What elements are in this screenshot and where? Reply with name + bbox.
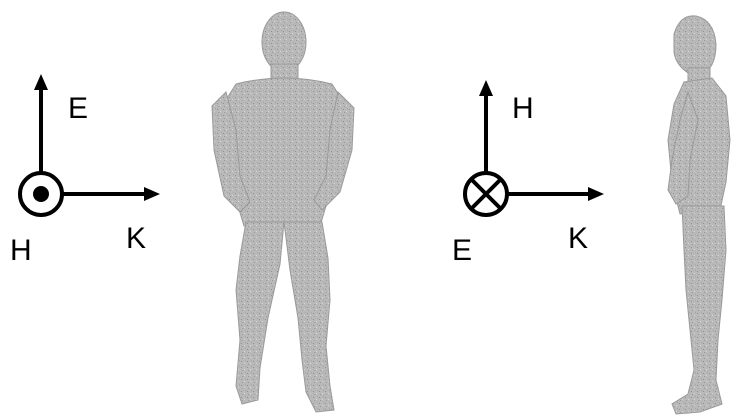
vertical-field-label: E [68,92,88,125]
front-view-axes: E K H [10,74,160,267]
human-body-side-view [668,16,730,414]
vertical-field-label: H [512,92,534,125]
origin-field-label: H [10,234,32,267]
h-field-arrowhead [479,80,493,96]
e-field-arrowhead [34,74,48,90]
k-propagation-arrowhead [144,187,160,201]
out-of-page-dot-icon [20,173,62,215]
human-body-front-view [212,12,354,412]
into-page-cross-icon [465,173,507,215]
origin-field-label: E [452,234,472,267]
k-propagation-arrowhead [588,187,604,201]
horizontal-field-label: K [126,222,146,255]
horizontal-field-label: K [568,222,588,255]
side-view-axes: H K E [452,80,604,267]
